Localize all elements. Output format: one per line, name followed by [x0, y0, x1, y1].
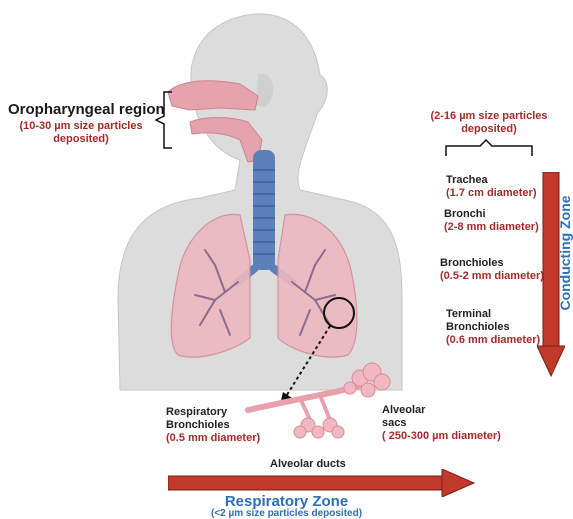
conducting-zone-label: Conducting Zone	[557, 188, 573, 318]
trachea-detail: (1.7 cm diameter)	[446, 187, 536, 200]
oropharyngeal-title: Oropharyngeal region	[8, 101, 158, 118]
respiratory-bronchioles-name: Respiratory Bronchioles	[166, 406, 266, 432]
terminal-bronchioles-name: Terminal Bronchioles	[446, 308, 538, 334]
bronchioles-name: Bronchioles	[440, 257, 544, 270]
bronchi-name: Bronchi	[444, 208, 539, 221]
respiratory-zone-note: (<2 µm size particles deposited)	[0, 508, 573, 519]
conducting-note: (2-16 µm size particles deposited)	[430, 110, 548, 136]
terminal-bronchioles-detail: (0.6 mm diameter)	[446, 334, 538, 347]
respiratory-bronchioles-detail: (0.5 mm diameter)	[166, 432, 266, 445]
bronchi-detail: (2-8 mm diameter)	[444, 221, 539, 234]
label-trachea: Trachea (1.7 cm diameter)	[446, 174, 536, 200]
label-terminal-bronchioles: Terminal Bronchioles (0.6 mm diameter)	[446, 308, 538, 347]
alveolar-sacs-name: Alveolar sacs	[382, 404, 442, 430]
oropharyngeal-note: (10-30 µm size particles deposited)	[8, 120, 154, 146]
label-alveolar-sacs: Alveolar sacs	[382, 404, 442, 430]
label-bronchioles: Bronchioles (0.5-2 mm diameter)	[440, 257, 544, 283]
label-bronchi: Bronchi (2-8 mm diameter)	[444, 208, 539, 234]
bronchioles-detail: (0.5-2 mm diameter)	[440, 270, 544, 283]
label-respiratory-bronchioles: Respiratory Bronchioles (0.5 mm diameter…	[166, 406, 266, 445]
conducting-bracket	[446, 140, 532, 156]
trachea-name: Trachea	[446, 174, 536, 187]
alveolar-sacs-detail: ( 250-300 µm diameter)	[382, 430, 501, 443]
